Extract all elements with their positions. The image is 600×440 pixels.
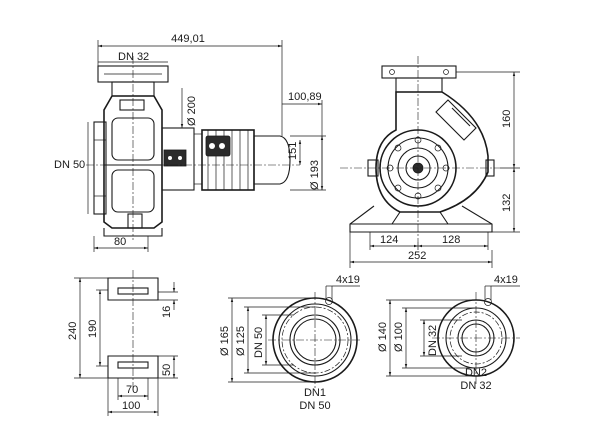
dim-d125: Ø 125: [235, 326, 247, 356]
dim-449-01: 449,01: [171, 33, 205, 45]
dim-124: 124: [380, 234, 398, 246]
dim-252: 252: [408, 250, 426, 262]
dim-100-89: 100,89: [288, 91, 322, 103]
side-view: [93, 65, 291, 237]
dim-dn50-v: DN 50: [253, 327, 265, 358]
dim-160: 160: [501, 110, 513, 128]
dim-128: 128: [442, 234, 460, 246]
dim-80: 80: [114, 236, 126, 248]
label-dn1: DN1: [304, 387, 326, 399]
dim-dn50-side: DN 50: [54, 159, 85, 171]
dim-50: 50: [161, 364, 173, 376]
dim-132: 132: [501, 194, 513, 212]
dim-70: 70: [126, 384, 138, 396]
label-dn2-size: DN 32: [460, 380, 491, 392]
dim-d193: Ø 193: [309, 160, 321, 190]
dim-16: 16: [161, 306, 173, 318]
dim-100: 100: [122, 400, 140, 412]
dim-holes-dn2: 4x19: [494, 274, 518, 286]
front-view: [349, 65, 495, 233]
label-dn1-size: DN 50: [299, 400, 330, 412]
flange-dn1: [268, 292, 362, 388]
dim-151: 151: [287, 142, 299, 160]
dim-d200: Ø 200: [186, 96, 198, 126]
dim-d100: Ø 100: [393, 322, 405, 352]
dim-d140: Ø 140: [377, 322, 389, 352]
dim-dn32-top: DN 32: [118, 51, 149, 63]
feet-view: [107, 270, 159, 390]
dim-d165: Ø 165: [219, 326, 231, 356]
dim-240: 240: [67, 322, 79, 340]
dim-holes-dn1: 4x19: [336, 274, 360, 286]
dim-dn32-v: DN 32: [427, 325, 439, 356]
label-dn2: DN2: [465, 367, 487, 379]
dim-190: 190: [87, 320, 99, 338]
